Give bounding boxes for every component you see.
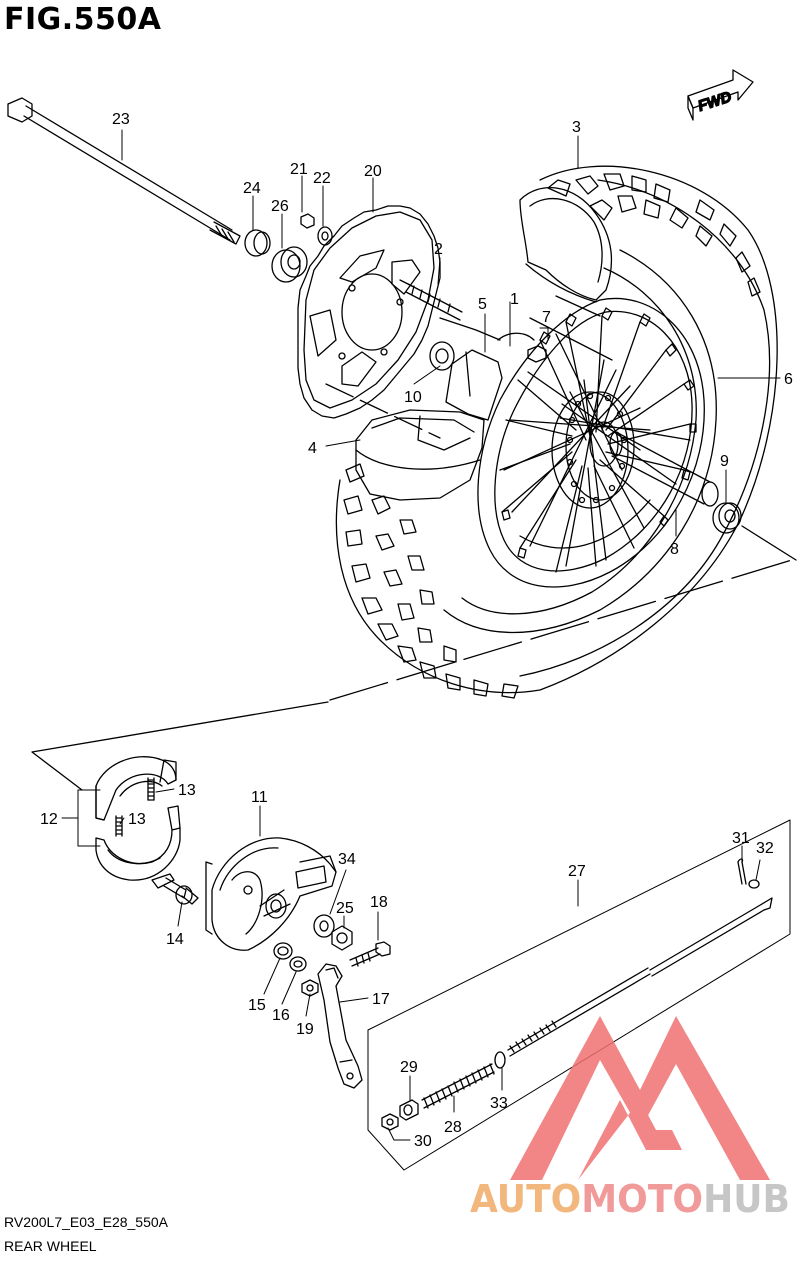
callout-22: 22	[313, 170, 331, 187]
rod-nut-part	[381, 1113, 399, 1131]
callout-2: 2	[434, 241, 443, 258]
callout-19: 19	[296, 1021, 314, 1038]
callout-10: 10	[404, 389, 422, 406]
brake-cam-part	[151, 873, 199, 905]
spring-washer-part	[494, 1051, 506, 1069]
rod-spring-part	[421, 1063, 495, 1109]
callout-33: 33	[490, 1095, 508, 1112]
callout-23: 23	[112, 111, 130, 128]
sprocket-nut-part	[300, 213, 333, 246]
callout-1: 1	[510, 291, 519, 308]
callout-13a: 13	[178, 782, 196, 799]
callout-labels: 1 2 3 4 5 6 7 8 9 10 11 12 13 13 14 15 1…	[40, 111, 793, 1150]
lever-bolt-part	[349, 941, 391, 967]
figure-title: FIG.550A	[4, 2, 162, 37]
callout-8: 8	[670, 541, 679, 558]
wheel-rim-part	[477, 297, 705, 588]
callout-28: 28	[444, 1119, 462, 1136]
callout-25: 25	[336, 900, 354, 917]
axle-nut-part	[331, 925, 353, 951]
stud-bolt-part	[399, 279, 463, 321]
spacer-part	[244, 229, 271, 257]
callout-14: 14	[166, 931, 184, 948]
callout-5: 5	[478, 296, 487, 313]
inner-tube-part	[519, 187, 613, 303]
callout-13b: 13	[128, 811, 146, 828]
callout-7: 7	[542, 309, 551, 326]
wheel-hub-part	[551, 391, 719, 509]
callout-4: 4	[308, 440, 317, 457]
callout-32: 32	[756, 840, 774, 857]
callout-30: 30	[414, 1133, 432, 1150]
callout-29: 29	[400, 1059, 418, 1076]
panel-washer-part	[273, 942, 293, 960]
small-washer-part	[289, 956, 307, 972]
callout-20: 20	[364, 163, 382, 180]
rod-washer-part	[748, 879, 760, 889]
brake-lever-part	[317, 963, 363, 1089]
damper-part	[497, 332, 547, 363]
brake-rod-part	[507, 897, 773, 1057]
explode-line	[31, 525, 797, 791]
axle-part	[7, 97, 241, 245]
figure-name: REAR WHEEL	[4, 1238, 97, 1254]
callout-31: 31	[732, 830, 750, 847]
leader-lines	[61, 129, 781, 1141]
fwd-arrow-icon: FWD	[687, 69, 754, 121]
outer-bearing-part	[712, 502, 742, 534]
explode-line	[325, 383, 441, 439]
callout-16: 16	[272, 1007, 290, 1024]
hub-cushion-part	[355, 349, 503, 501]
callout-26: 26	[271, 198, 289, 215]
callout-3: 3	[572, 119, 581, 136]
inner-bearing-part	[429, 341, 455, 371]
watermark-part-moto: MOTO	[581, 1177, 703, 1221]
explode-line	[329, 559, 793, 701]
callout-9: 9	[720, 453, 729, 470]
callout-18: 18	[370, 894, 388, 911]
watermark-logo-icon	[510, 1016, 770, 1180]
bearing-part	[271, 246, 308, 283]
callout-27: 27	[568, 863, 586, 880]
callout-12: 12	[40, 811, 58, 828]
cotter-pin-part	[737, 858, 747, 885]
rod-joint-part	[399, 1099, 419, 1121]
callout-21: 21	[290, 161, 308, 178]
callout-15: 15	[248, 997, 266, 1014]
sprocket-part	[297, 205, 441, 419]
brake-shoe-part	[95, 756, 181, 881]
callout-11: 11	[251, 789, 268, 806]
watermark-text: AUTOMOTOHUB	[470, 1177, 790, 1221]
model-code: RV200L7_E03_E28_550A	[4, 1214, 169, 1230]
lever-nut-part	[301, 979, 319, 997]
explode-line	[439, 295, 613, 361]
shoe-spring-part	[115, 777, 155, 837]
brake-panel-part	[205, 837, 337, 951]
watermark-part-hub: HUB	[703, 1177, 790, 1221]
callout-24: 24	[243, 180, 261, 197]
axle-washer-part	[313, 914, 335, 938]
svg-text:AUTOMOTOHUB: AUTOMOTOHUB	[470, 1177, 790, 1221]
watermark-part-auto: AUTO	[470, 1177, 581, 1221]
callout-17: 17	[372, 991, 390, 1008]
callout-34: 34	[338, 851, 356, 868]
callout-6: 6	[784, 371, 793, 388]
